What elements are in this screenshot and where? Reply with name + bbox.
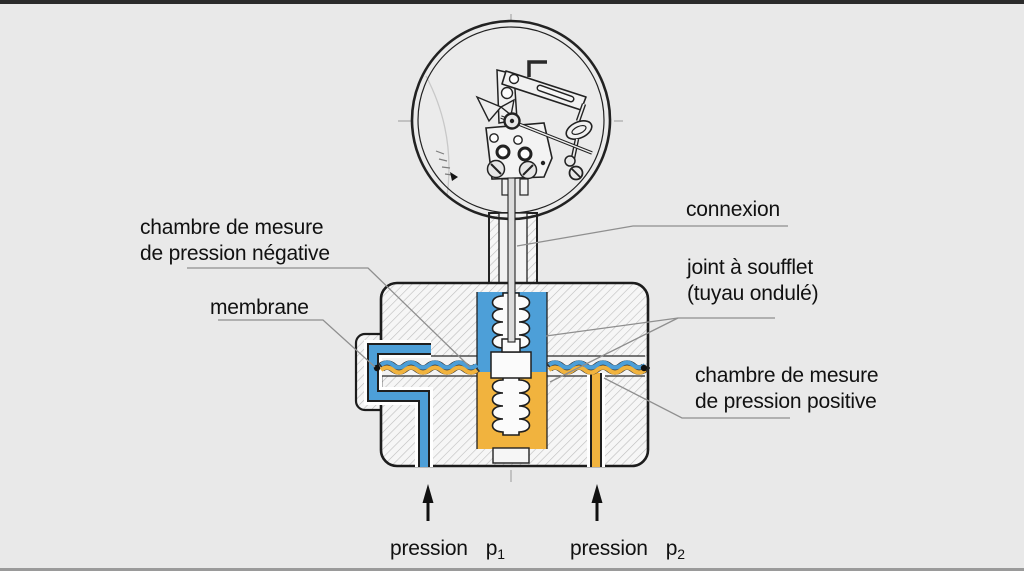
label-negative-chamber: chambre de mesure de pression négative: [140, 215, 330, 267]
leader-connection: [516, 225, 788, 247]
label-positive-chamber-line1: chambre de mesure: [695, 364, 879, 387]
dial-plate-arc: [425, 75, 450, 197]
pressure-p1-subscript: 1: [497, 546, 505, 562]
mechanism-hook: [527, 60, 547, 77]
leader-bellows-lower: [549, 317, 679, 383]
leader-positive-chamber: [603, 377, 790, 419]
oval-link: [565, 120, 593, 140]
bottom-letterbox-bar: [0, 568, 1024, 571]
negative-pressure-channel: [364, 340, 433, 467]
dial-pointer-mark: [450, 172, 458, 181]
pressure-p2-symbol: p: [665, 537, 678, 560]
label-pressure-p2: pression p2: [570, 536, 685, 562]
label-connection: connexion: [686, 198, 780, 221]
label-pressure-p1: pression p1: [390, 536, 505, 562]
label-negative-chamber-line2: de pression négative: [140, 242, 330, 265]
pressure-p1-word: pression: [390, 537, 468, 560]
top-letterbox-bar: [0, 0, 1024, 4]
membrane-right-anchor: [640, 364, 648, 372]
label-bellows-joint-line2: (tuyau ondulé): [687, 282, 819, 305]
label-positive-chamber: chambre de mesure de pression positive: [695, 363, 879, 415]
label-negative-chamber-line1: chambre de mesure: [140, 216, 324, 239]
leader-lines: [187, 225, 790, 419]
lower-bellows: [491, 376, 531, 436]
label-membrane: membrane: [210, 296, 309, 319]
pressure-arrow-p1: [422, 484, 434, 521]
arrow-head-p1: [422, 484, 434, 503]
gauge-movement-mechanism: [475, 60, 593, 196]
label-bellows-joint: joint à soufflet (tuyau ondulé): [687, 255, 819, 307]
label-positive-chamber-line2: de pression positive: [695, 390, 877, 413]
pressure-p2-word: pression: [570, 537, 648, 560]
membrane-center-plate: [490, 338, 532, 379]
membrane-left-anchor: [373, 364, 381, 372]
pressure-arrow-p2: [591, 484, 603, 521]
membrane-wave: [377, 360, 649, 375]
label-bellows-joint-line1: joint à soufflet: [687, 256, 813, 279]
pressure-p1-symbol: p: [485, 537, 498, 560]
bottom-port-block: [492, 447, 530, 464]
pressure-p2-subscript: 2: [677, 546, 685, 562]
leader-negative-chamber: [187, 267, 471, 368]
arrow-head-p2: [591, 484, 603, 503]
leader-membrane: [218, 319, 376, 368]
transmission-rod: [507, 177, 516, 343]
